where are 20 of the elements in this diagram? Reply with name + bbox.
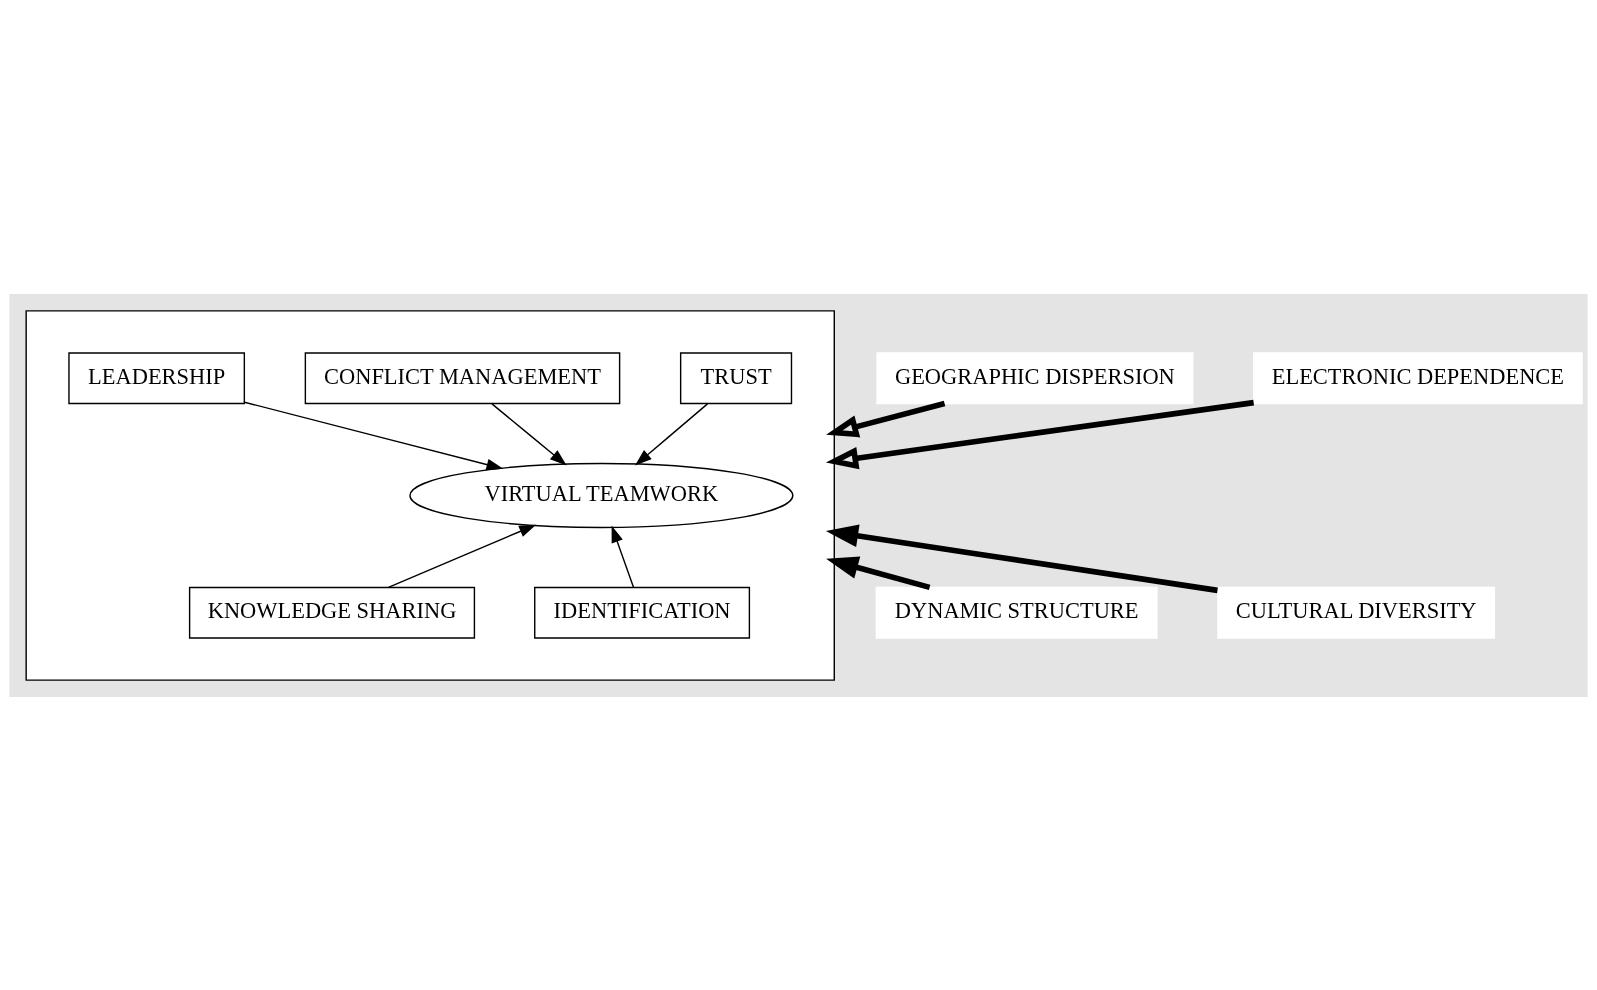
node-ellipse: VIRTUAL TEAMWORK xyxy=(409,462,794,528)
arrow xyxy=(635,402,709,465)
arrow xyxy=(491,402,567,465)
node-box: GEOGRAPHIC DISPERSION xyxy=(876,351,1194,404)
node-box: IDENTIFICATION xyxy=(534,586,751,639)
arrow xyxy=(826,400,946,437)
node-box: LEADERSHIP xyxy=(68,351,246,404)
node-box: DYNAMIC STRUCTURE xyxy=(875,586,1158,639)
arrow xyxy=(387,524,537,588)
node-box: KNOWLEDGE SHARING xyxy=(188,586,476,639)
node-box: CULTURAL DIVERSITY xyxy=(1217,586,1496,639)
arrow xyxy=(243,401,504,470)
node-box: TRUST xyxy=(679,351,793,404)
node-box: CONFLICT MANAGEMENT xyxy=(304,351,621,404)
arrow xyxy=(825,524,1218,593)
node-box: ELECTRONIC DEPENDENCE xyxy=(1253,351,1583,404)
arrow xyxy=(611,525,635,588)
arrow xyxy=(825,399,1255,469)
cluster xyxy=(25,309,835,681)
arrow xyxy=(826,556,931,590)
